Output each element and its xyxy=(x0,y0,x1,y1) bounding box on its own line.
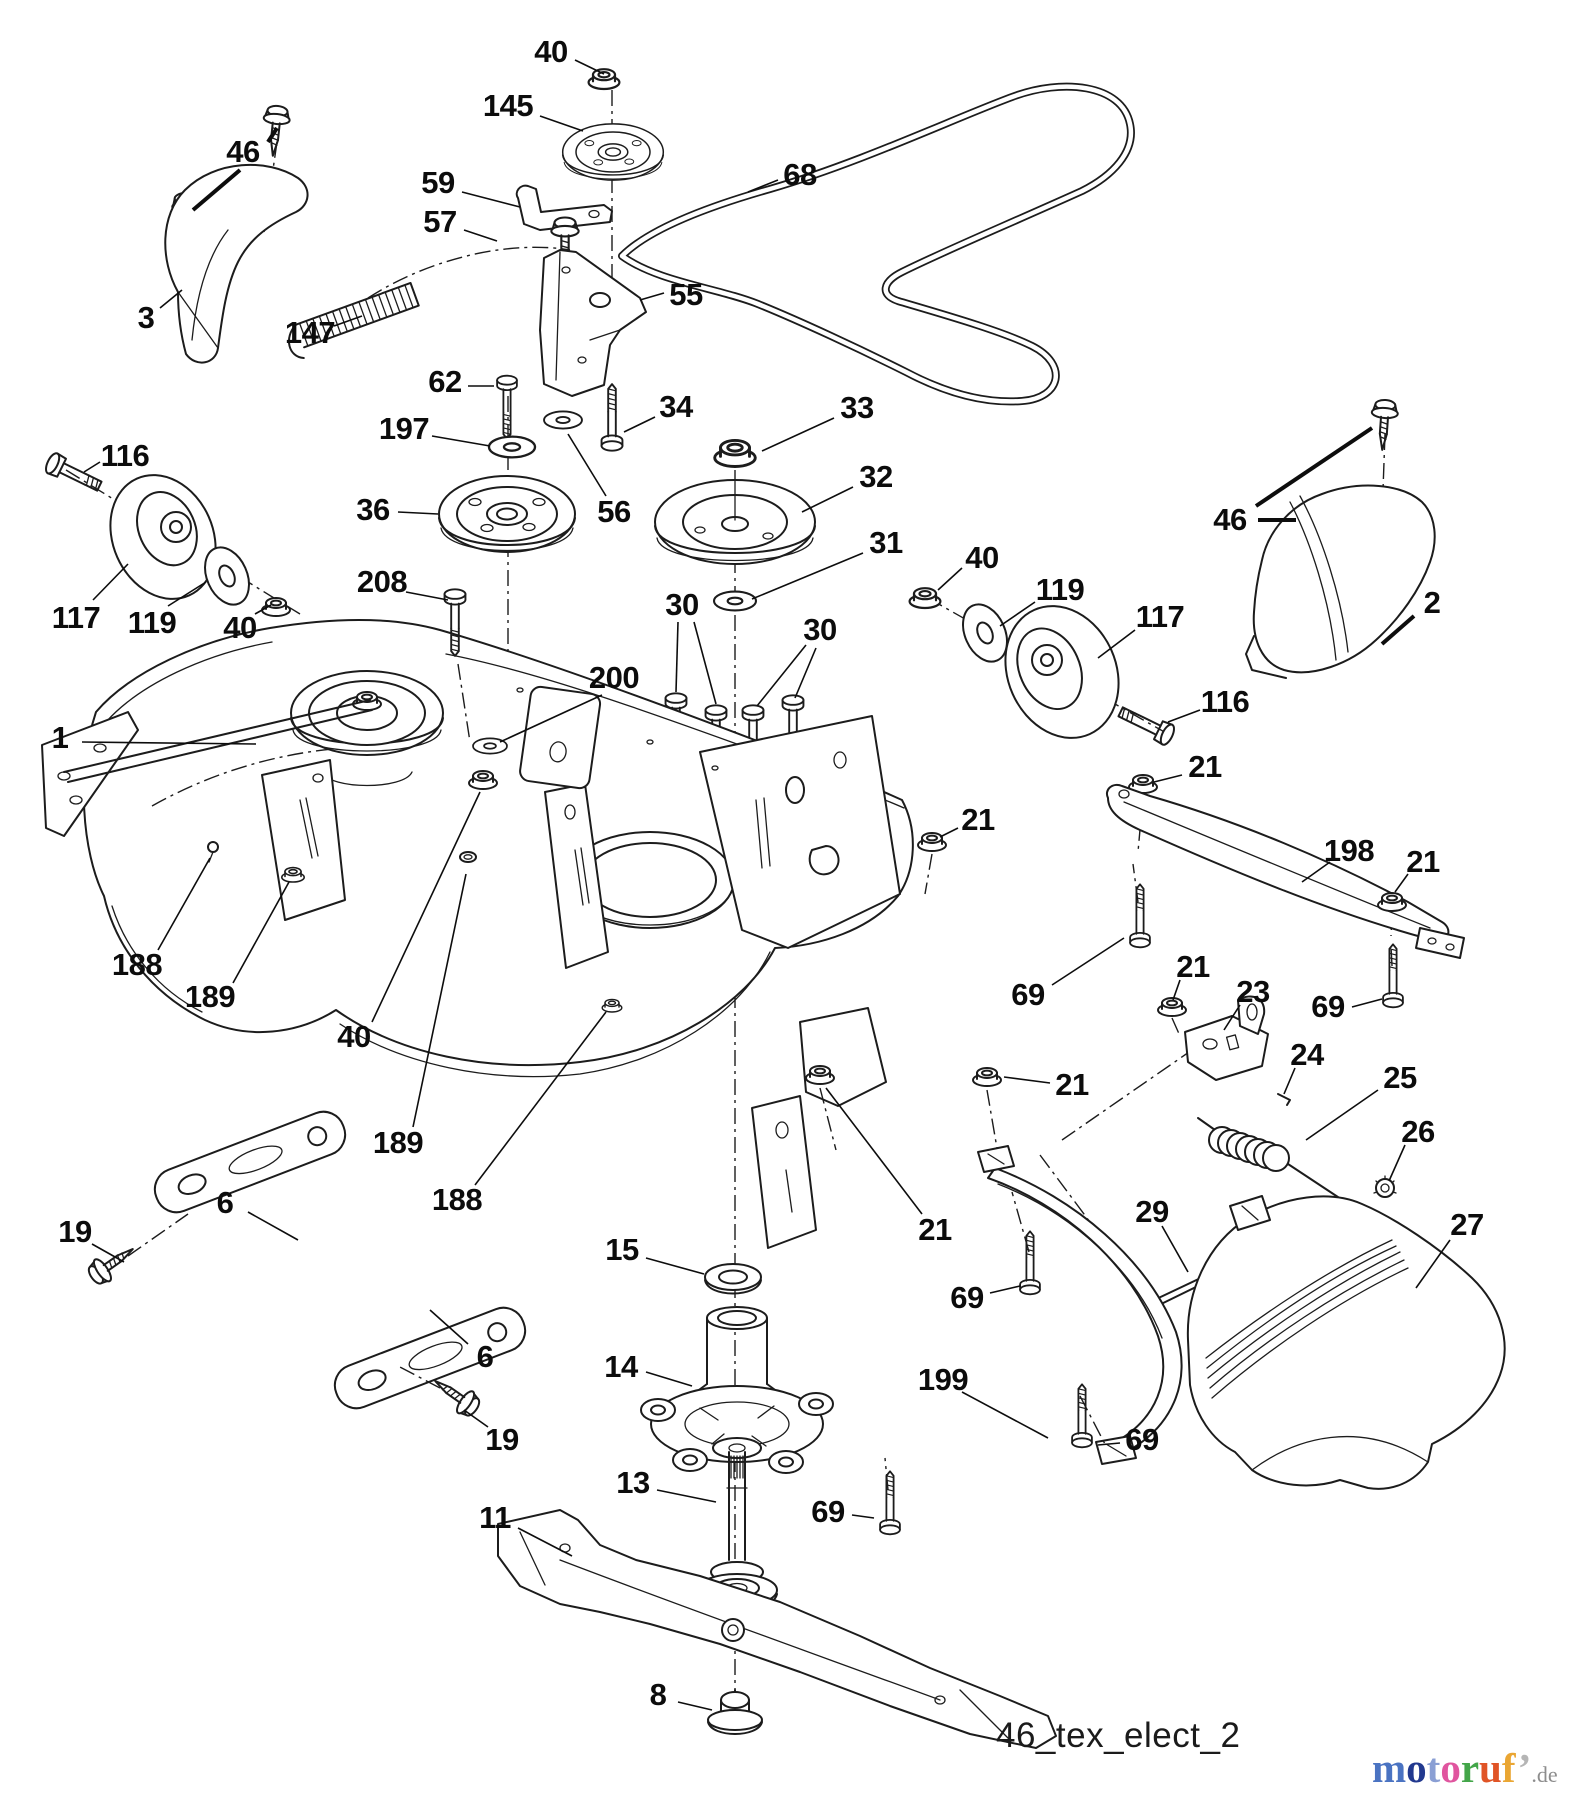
callout-21: 21 xyxy=(1188,749,1222,784)
gauge-wheel-left xyxy=(42,450,301,617)
wheel-bracket-6a xyxy=(83,1110,347,1290)
callout-188: 188 xyxy=(431,1182,483,1217)
callout-6: 6 xyxy=(216,1185,234,1220)
chute-27 xyxy=(1039,1154,1506,1490)
callout-117: 117 xyxy=(51,600,101,635)
callout-189: 189 xyxy=(184,979,236,1014)
callout-55: 55 xyxy=(669,277,703,312)
gauge-wheel-right xyxy=(908,587,1178,748)
callout-36: 36 xyxy=(356,492,390,527)
callout-31: 31 xyxy=(869,525,903,560)
callout-23: 23 xyxy=(1236,974,1270,1009)
callout-188: 188 xyxy=(111,947,163,982)
callout-11: 11 xyxy=(479,1500,511,1535)
baffle-198 xyxy=(917,774,1465,1009)
callout-40: 40 xyxy=(965,540,999,575)
callout-21: 21 xyxy=(1176,949,1210,984)
callout-27: 27 xyxy=(1450,1207,1484,1242)
callout-62: 62 xyxy=(428,364,462,399)
callout-40: 40 xyxy=(534,34,568,69)
callout-21: 21 xyxy=(961,802,995,837)
mandrel-pulley-32 xyxy=(654,438,816,1700)
callout-199: 199 xyxy=(917,1362,969,1397)
callout-69: 69 xyxy=(950,1280,984,1315)
callout-69: 69 xyxy=(811,1494,845,1529)
callout-56: 56 xyxy=(597,494,631,529)
callout-2: 2 xyxy=(1423,585,1441,620)
callout-40: 40 xyxy=(223,610,257,645)
callout-40: 40 xyxy=(337,1019,371,1054)
callout-1: 1 xyxy=(51,720,69,755)
callout-68: 68 xyxy=(783,157,817,192)
callout-59: 59 xyxy=(421,165,455,200)
idler-stack-36 xyxy=(438,374,624,660)
callout-145: 145 xyxy=(482,88,534,123)
callout-24: 24 xyxy=(1290,1037,1324,1072)
callout-46: 46 xyxy=(1213,502,1247,537)
callout-21: 21 xyxy=(1055,1067,1089,1102)
callout-116: 116 xyxy=(100,438,150,473)
idler-stack-top xyxy=(515,68,665,397)
callout-34: 34 xyxy=(659,389,693,424)
callout-117: 117 xyxy=(1135,599,1185,634)
callout-19: 19 xyxy=(58,1214,92,1249)
drawing-code: 46_tex_elect_2 xyxy=(996,1716,1241,1755)
cover-2 xyxy=(1245,398,1436,679)
callout-200: 200 xyxy=(588,660,640,695)
callout-30: 30 xyxy=(665,587,699,622)
callout-69: 69 xyxy=(1125,1422,1159,1457)
idler-arm-55 xyxy=(539,249,647,397)
callout-46: 46 xyxy=(226,134,260,169)
motoruf-logo-domain-suffix: .de xyxy=(1531,1762,1558,1787)
callout-119: 119 xyxy=(127,605,177,640)
idler-bracket-59 xyxy=(515,184,613,231)
callout-6: 6 xyxy=(476,1339,494,1374)
belt-68 xyxy=(367,82,1135,406)
callout-14: 14 xyxy=(604,1349,638,1384)
leader-lines xyxy=(81,59,1451,1711)
callout-21: 21 xyxy=(918,1212,952,1247)
callout-15: 15 xyxy=(605,1232,639,1267)
deflector-3 xyxy=(164,103,309,364)
spindle-assembly xyxy=(497,1263,1057,1749)
callout-119: 119 xyxy=(1035,572,1085,607)
callout-208: 208 xyxy=(356,564,408,599)
callout-69: 69 xyxy=(1311,989,1345,1024)
spring-147 xyxy=(287,281,420,360)
callout-13: 13 xyxy=(616,1465,650,1500)
callout-33: 33 xyxy=(840,390,874,425)
bracket-23-spring-25 xyxy=(1061,995,1397,1217)
callout-32: 32 xyxy=(859,459,893,494)
callout-198: 198 xyxy=(1323,833,1375,868)
callout-57: 57 xyxy=(423,204,457,239)
callout-30: 30 xyxy=(803,612,837,647)
motoruf-logo[interactable]: motoruf’.de xyxy=(1372,1748,1558,1789)
motoruf-logo-letters: motoruf’ xyxy=(1372,1745,1532,1791)
callout-3: 3 xyxy=(137,300,155,335)
callout-19: 19 xyxy=(485,1422,519,1457)
callout-26: 26 xyxy=(1401,1114,1435,1149)
deck-shell-1 xyxy=(41,588,1002,1249)
callout-29: 29 xyxy=(1135,1194,1169,1229)
callout-189: 189 xyxy=(372,1125,424,1160)
baffle-199 xyxy=(879,1145,1183,1536)
callout-21: 21 xyxy=(1406,844,1440,879)
callout-8: 8 xyxy=(649,1677,667,1712)
callout-197: 197 xyxy=(378,411,430,446)
wheel-bracket-6b xyxy=(333,1306,527,1422)
callout-25: 25 xyxy=(1383,1060,1417,1095)
callout-69: 69 xyxy=(1011,977,1045,1012)
callout-147: 147 xyxy=(284,315,336,350)
callout-116: 116 xyxy=(1200,684,1250,719)
